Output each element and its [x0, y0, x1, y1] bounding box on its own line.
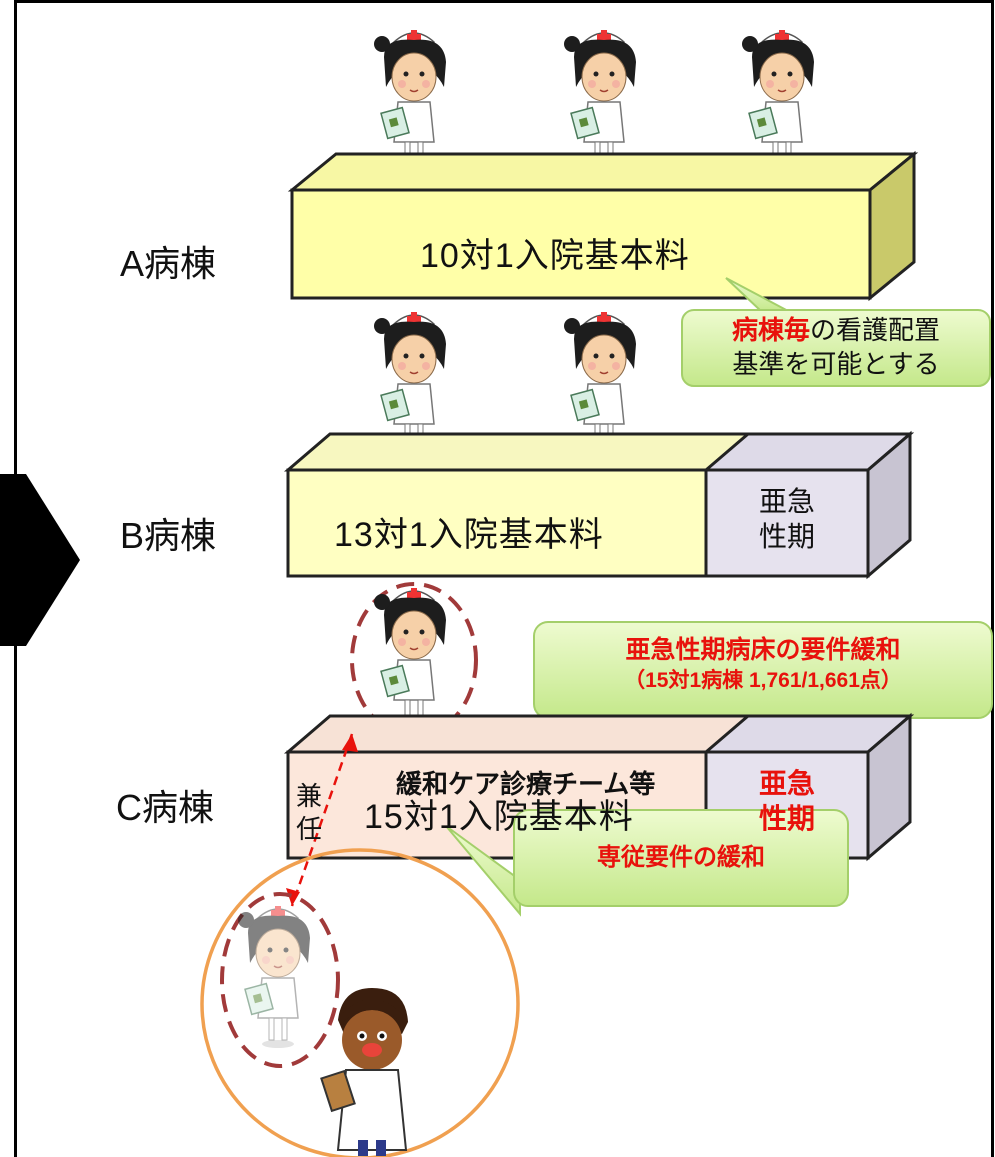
ward-c-box: [283, 712, 915, 862]
staffing-callout-line2: 基準を可能とする: [732, 348, 940, 379]
ward-c-basic-fee: 15対1入院基本料: [364, 798, 634, 836]
ward-c-subacute: 亜急 性期: [706, 766, 868, 836]
nurse-icon: [563, 29, 637, 173]
concurrent-arrow: [286, 733, 358, 907]
staffing-callout-highlight: 病棟毎: [731, 315, 810, 345]
nurse-icon: [237, 905, 311, 1049]
ward-b-subacute: 亜急 性期: [706, 484, 868, 554]
nurse-icon: [373, 29, 447, 173]
ward-b-label: B病棟: [120, 515, 217, 556]
ward-b-basic-fee: 13対1入院基本料: [334, 516, 604, 554]
concurrent-label: 兼 任: [296, 780, 322, 845]
concurrent-nurse-circle: [350, 582, 478, 738]
concurrent-label-line1: 兼: [296, 781, 323, 811]
ward-b-box: [283, 430, 915, 580]
subacute-callout-text: 亜急性期病床の要件緩和 （15対1病棟 1,761/1,661点）: [534, 634, 992, 694]
staffing-callout: [681, 277, 991, 387]
subacute-callout-line2: （15対1病棟 1,761/1,661点）: [624, 668, 902, 692]
staffing-callout-rest: の看護配置: [810, 315, 941, 345]
concurrent-label-line2: 任: [296, 813, 323, 844]
ward-c-subacute-line2: 性期: [758, 803, 815, 834]
ward-a-label: A病棟: [120, 243, 217, 284]
ward-a-basic-fee: 10対1入院基本料: [420, 237, 690, 275]
doctor-icon: [320, 988, 408, 1156]
ward-b-subacute-line1: 亜急: [758, 486, 815, 517]
left-arrow-icon: [0, 474, 80, 646]
exclusive-callout: [445, 809, 849, 917]
exclusive-callout-text: 専従要件の緩和: [597, 844, 765, 871]
subacute-callout-line1: 亜急性期病床の要件緩和: [625, 636, 901, 664]
staffing-callout-text: 病棟毎の看護配置 基準を可能とする: [682, 314, 990, 382]
ward-a-box: [287, 150, 919, 302]
team-nurse-circle: [220, 892, 340, 1068]
care-team-label: 緩和ケア診療チーム等: [396, 769, 656, 799]
ward-c-subacute-line1: 亜急: [758, 768, 815, 799]
care-team-circle: [200, 848, 520, 1157]
ward-c-label: C病棟: [116, 787, 214, 828]
ward-b-subacute-line2: 性期: [758, 521, 815, 552]
nurse-icon: [373, 587, 447, 731]
nurse-icon: [741, 29, 815, 173]
